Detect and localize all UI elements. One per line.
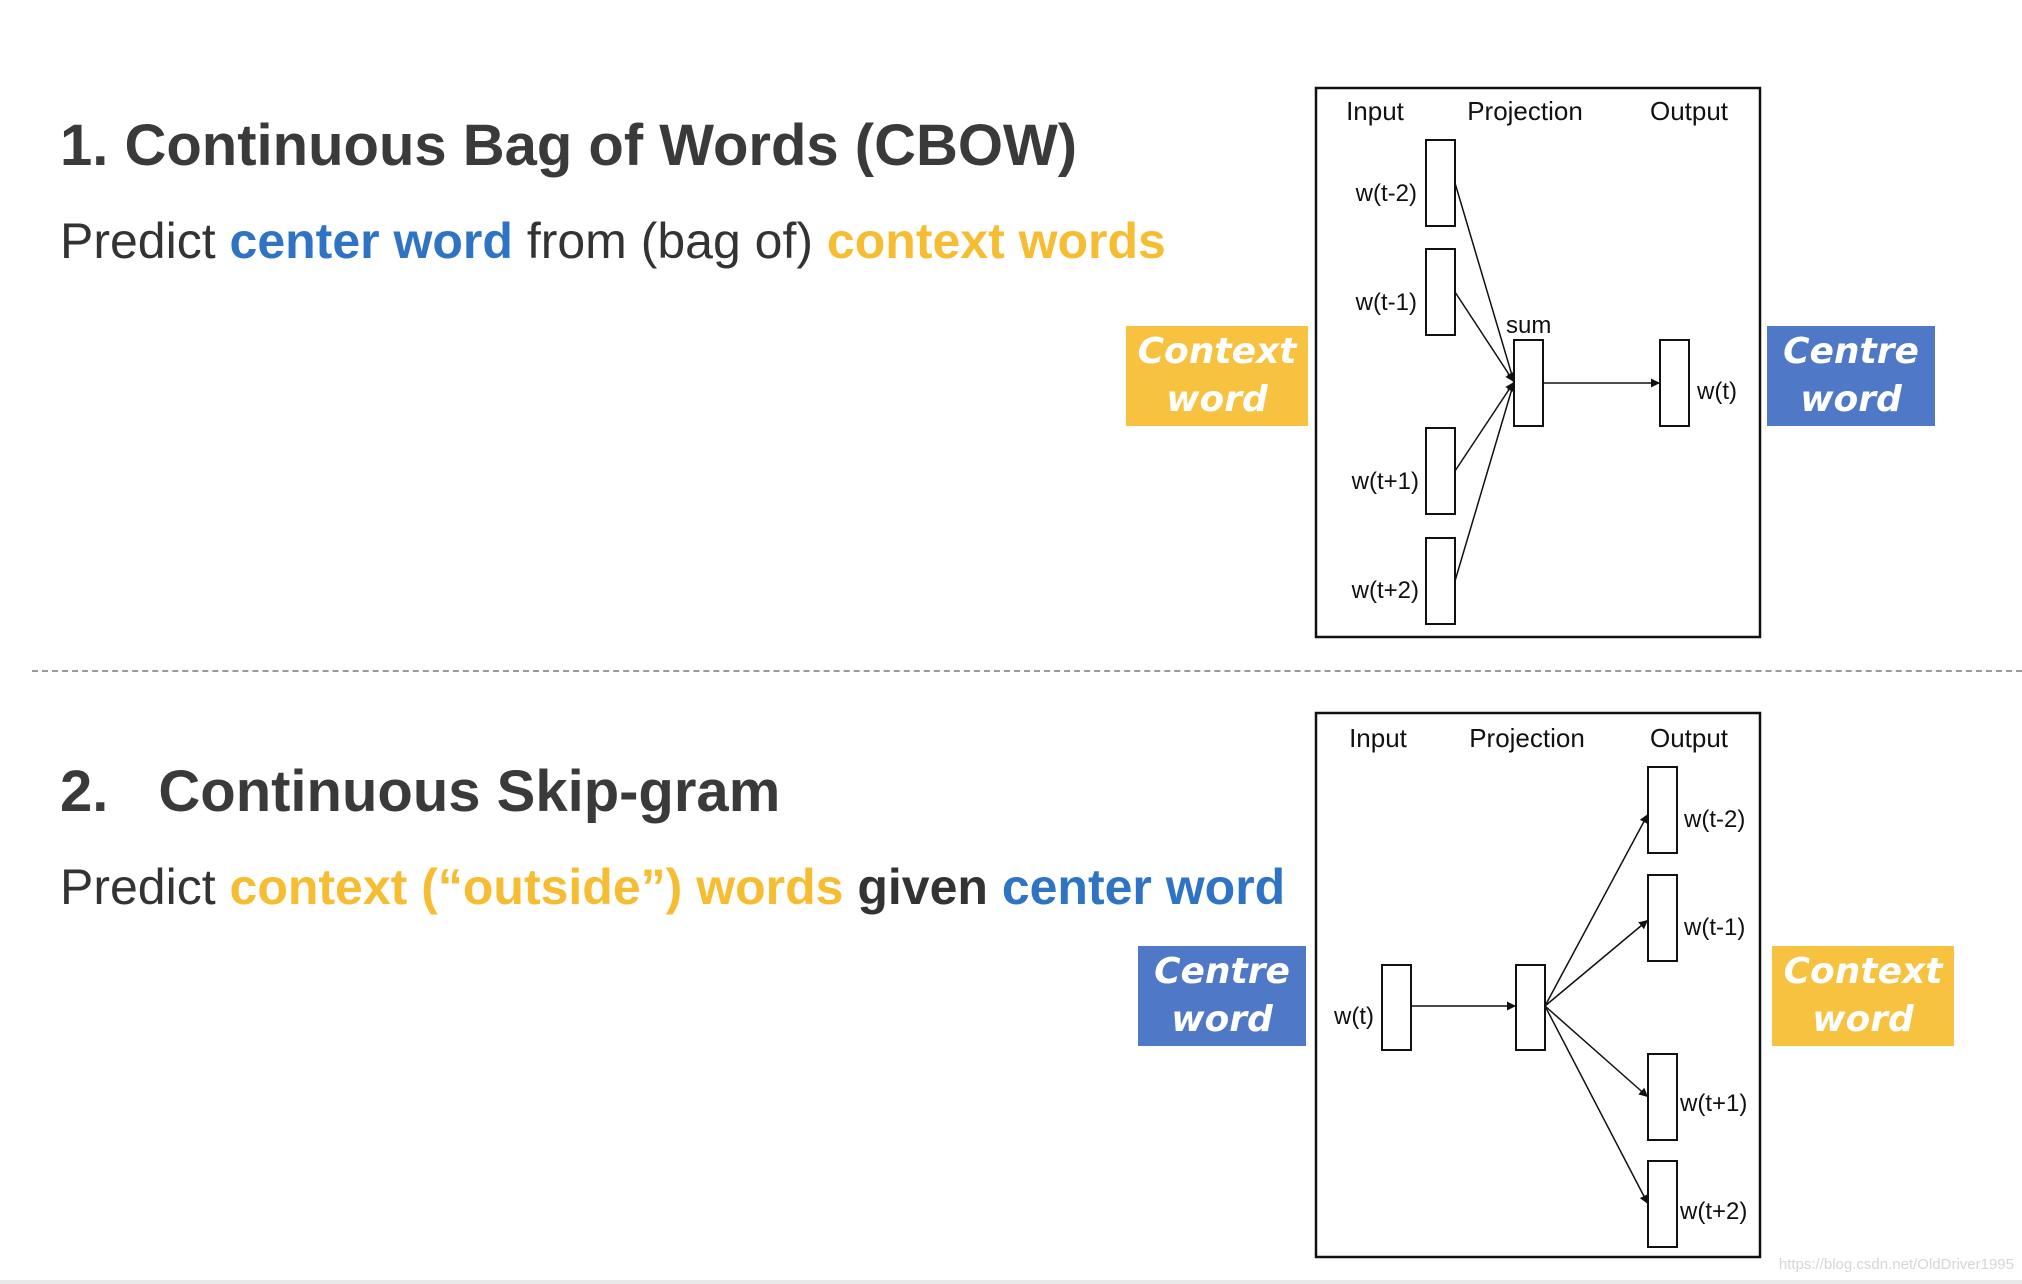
cbow-desc-center-word: center word xyxy=(229,213,513,269)
section-divider xyxy=(32,670,2022,672)
cbow-input-label-4: w(t+2) xyxy=(1351,577,1419,604)
cbow-output-label: w(t) xyxy=(1696,378,1737,405)
skipgram-centre-tag-line1: Centre xyxy=(1154,951,1290,992)
cbow-context-tag-line2: word xyxy=(1166,379,1268,420)
cbow-centre-tag-line1: Centre xyxy=(1783,331,1919,372)
cbow-header-input: Input xyxy=(1346,96,1405,126)
skipgram-header-projection: Projection xyxy=(1469,723,1585,753)
skipgram-context-word-tag: Context word xyxy=(1772,946,1954,1046)
skipgram-input-label: w(t) xyxy=(1333,1003,1374,1030)
cbow-desc-part1: Predict xyxy=(60,213,230,269)
skipgram-edge-2 xyxy=(1544,919,1649,1007)
skipgram-heading: 2. Continuous Skip-gram xyxy=(60,758,780,825)
skipgram-description: Predict context (“outside”) words given … xyxy=(60,858,1285,916)
skipgram-projection-node xyxy=(1515,964,1546,1051)
cbow-edge-2 xyxy=(1454,291,1515,383)
skipgram-heading-text: Continuous Skip-gram xyxy=(158,759,781,824)
skipgram-input-node xyxy=(1381,964,1412,1051)
cbow-description: Predict center word from (bag of) contex… xyxy=(60,212,1166,270)
cbow-header-projection: Projection xyxy=(1467,96,1583,126)
cbow-input-label-1: w(t-2) xyxy=(1355,180,1417,207)
skipgram-output-node-2 xyxy=(1647,874,1678,962)
cbow-centre-word-tag: Centre word xyxy=(1767,326,1935,426)
skipgram-output-node-1 xyxy=(1647,766,1678,854)
skipgram-context-tag-line2: word xyxy=(1812,999,1914,1040)
skipgram-centre-tag-line2: word xyxy=(1171,999,1273,1040)
cbow-edge-4 xyxy=(1454,381,1516,582)
skipgram-desc-center-word: center word xyxy=(1001,859,1286,915)
cbow-input-label-3: w(t+1) xyxy=(1351,468,1419,495)
cbow-input-node-1 xyxy=(1425,139,1456,227)
cbow-input-node-3 xyxy=(1425,427,1456,515)
cbow-centre-tag-line2: word xyxy=(1800,379,1902,420)
cbow-edge-1 xyxy=(1454,182,1516,383)
skipgram-output-node-4 xyxy=(1647,1160,1678,1248)
skipgram-output-label-1: w(t-2) xyxy=(1683,806,1745,833)
skipgram-context-tag-line1: Context xyxy=(1783,951,1943,992)
cbow-context-tag-line1: Context xyxy=(1137,331,1297,372)
bottom-border xyxy=(0,1280,2022,1284)
skipgram-output-node-3 xyxy=(1647,1053,1678,1141)
skipgram-edge-4 xyxy=(1544,1005,1649,1205)
skipgram-desc-context-words: context (“outside”) words xyxy=(229,859,844,915)
skipgram-desc-part1: Predict xyxy=(60,859,230,915)
cbow-projection-node xyxy=(1513,339,1544,427)
cbow-sum-label: sum xyxy=(1506,312,1551,339)
watermark-url: https://blog.csdn.net/OldDriver1995 xyxy=(1778,1256,2014,1273)
skipgram-output-label-4: w(t+2) xyxy=(1679,1198,1747,1225)
cbow-output-node xyxy=(1659,339,1690,427)
cbow-diagram: Input Projection Output w(t-2) w(t-1) w(… xyxy=(1314,86,1762,639)
cbow-edge-3 xyxy=(1454,381,1515,472)
skipgram-centre-word-tag: Centre word xyxy=(1138,946,1306,1046)
cbow-input-label-2: w(t-1) xyxy=(1355,289,1417,316)
skipgram-output-label-3: w(t+1) xyxy=(1679,1090,1747,1117)
cbow-desc-context-words: context words xyxy=(826,213,1166,269)
skipgram-output-label-2: w(t-1) xyxy=(1683,914,1745,941)
cbow-heading: 1. Continuous Bag of Words (CBOW) xyxy=(60,113,1078,178)
cbow-desc-part3: from (bag of) xyxy=(512,213,827,269)
skipgram-edge-3 xyxy=(1544,1005,1649,1098)
skipgram-diagram: Input Projection Output w(t) w(t-2) w(t-… xyxy=(1314,711,1762,1259)
cbow-header-output: Output xyxy=(1650,96,1729,126)
cbow-input-node-4 xyxy=(1425,537,1456,625)
skipgram-header-input: Input xyxy=(1349,723,1408,753)
skipgram-header-output: Output xyxy=(1650,723,1729,753)
skipgram-diagram-frame xyxy=(1314,711,1762,1259)
skipgram-desc-given: given xyxy=(843,859,1002,915)
cbow-context-word-tag: Context word xyxy=(1126,326,1308,426)
cbow-diagram-frame xyxy=(1314,86,1762,639)
cbow-input-node-2 xyxy=(1425,248,1456,336)
skipgram-edge-1 xyxy=(1544,813,1649,1007)
skipgram-heading-number: 2. xyxy=(60,759,109,824)
